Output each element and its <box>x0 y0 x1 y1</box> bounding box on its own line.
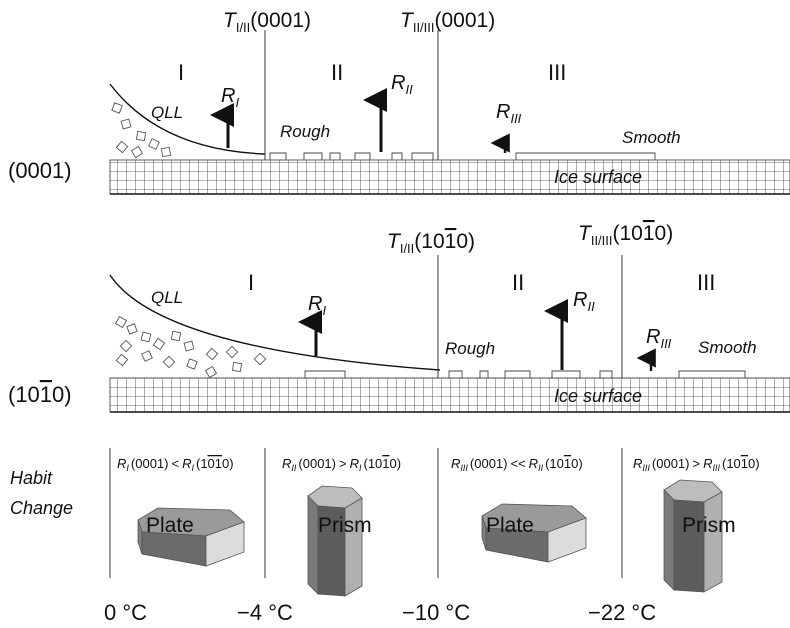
upper-panel: TI/II(0001) TII/III(0001) I II III QLL R… <box>8 9 790 195</box>
upper-r1-label: RI <box>221 85 239 110</box>
habit-title-line2: Change <box>10 498 73 518</box>
plate-label-1: Plate <box>146 514 194 537</box>
habit-col2-comparison: RII(0001)>RI(1010) <box>282 456 401 473</box>
lower-regime-1: I <box>248 270 254 295</box>
lower-regime-2: II <box>512 270 524 295</box>
prism-label-2: Prism <box>318 514 372 537</box>
prism-crystal-4 <box>663 479 723 593</box>
upper-t23-label: TII/III(0001) <box>400 9 495 35</box>
temp-label-minus10c: −10 °C <box>402 600 470 625</box>
upper-r3-label: RIII <box>496 101 522 126</box>
upper-regime-1: I <box>178 60 184 85</box>
habit-col1-comparison: RI(0001)<RI(1010) <box>117 456 234 473</box>
upper-t12-label: TI/II(0001) <box>223 9 311 35</box>
prism-label-4: Prism <box>682 514 736 537</box>
lower-r3-label: RIII <box>646 326 672 351</box>
habit-col3-comparison: RIII(0001)<<RII(1010) <box>451 456 583 473</box>
lower-qll-label: QLL <box>151 288 183 307</box>
lower-ice-surface-label: Ice surface <box>554 386 642 406</box>
lower-smooth-label: Smooth <box>698 338 757 357</box>
plate-label-3: Plate <box>486 514 534 537</box>
temp-label-minus4c: −4 °C <box>237 600 293 625</box>
temperature-labels: 0 °C −4 °C −10 °C −22 °C <box>104 600 656 625</box>
habit-change-section: Habit Change RI(0001)<RI(1010) RII(0001)… <box>10 448 760 597</box>
habit-col4-comparison: RIII(0001)>RIII(1010) <box>633 456 760 473</box>
upper-smooth-label: Smooth <box>622 128 681 147</box>
upper-r2-label: RII <box>391 72 413 97</box>
plate-crystal-3 <box>481 503 587 563</box>
lower-panel: TI/II(1010) TII/III(1010) I II III QLL R… <box>8 222 790 413</box>
lower-t23-label: TII/III(1010) <box>578 222 673 248</box>
lower-t12-label: TI/II(1010) <box>387 230 475 256</box>
lower-rough-steps <box>304 370 746 378</box>
upper-rough-steps <box>269 152 656 160</box>
lower-ice-grid <box>109 377 790 413</box>
lower-face-label: (1010) <box>8 382 72 407</box>
lower-regime-3: III <box>697 270 715 295</box>
upper-regime-2: II <box>331 60 343 85</box>
habit-title-line1: Habit <box>10 468 53 488</box>
upper-qll-curve <box>109 83 266 155</box>
lower-qll-molecules <box>114 315 267 379</box>
temp-label-0c: 0 °C <box>104 600 147 625</box>
upper-rough-label: Rough <box>280 122 330 141</box>
upper-ice-surface-label: Ice surface <box>554 167 642 187</box>
prism-crystal-2 <box>307 485 363 597</box>
upper-qll-molecules <box>111 102 172 159</box>
lower-r1-label: RI <box>308 293 326 318</box>
lower-r2-label: RII <box>573 289 595 314</box>
upper-face-label: (0001) <box>8 158 72 183</box>
lower-qll-curve <box>109 274 441 371</box>
lower-rough-label: Rough <box>445 339 495 358</box>
upper-qll-label: QLL <box>151 103 183 122</box>
plate-crystal-1 <box>137 507 245 567</box>
upper-regime-3: III <box>548 60 566 85</box>
temp-label-minus22c: −22 °C <box>588 600 656 625</box>
upper-ice-grid <box>109 159 790 195</box>
